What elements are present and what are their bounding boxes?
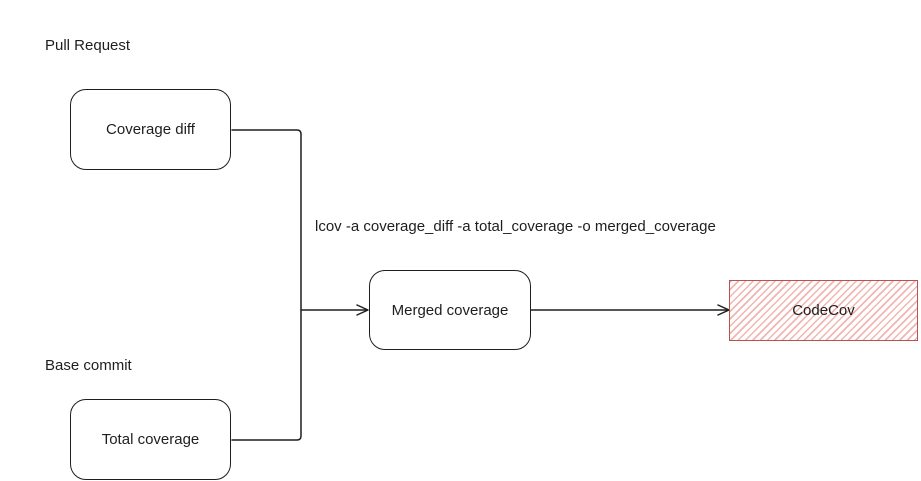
coverage-diff-node-label: Coverage diff [106,121,195,138]
pull-request-label: Pull Request [45,37,131,54]
codecov-node-label: CodeCov [792,302,855,319]
base-commit-label: Base commit [45,357,132,374]
edge-coverage-diff-to-junction [231,129,302,441]
merged-coverage-node-label: Merged coverage [391,301,509,319]
lcov-command-label: lcov -a coverage_diff -a total_coverage … [315,218,716,235]
codecov-node: CodeCov [729,280,918,341]
merged-coverage-node: Merged coverage [369,270,531,350]
arrowhead-codecov [717,304,730,316]
coverage-diff-node: Coverage diff [70,89,231,170]
arrowhead-merged-coverage [356,304,369,316]
total-coverage-node: Total coverage [70,399,231,480]
total-coverage-node-label: Total coverage [101,431,200,448]
